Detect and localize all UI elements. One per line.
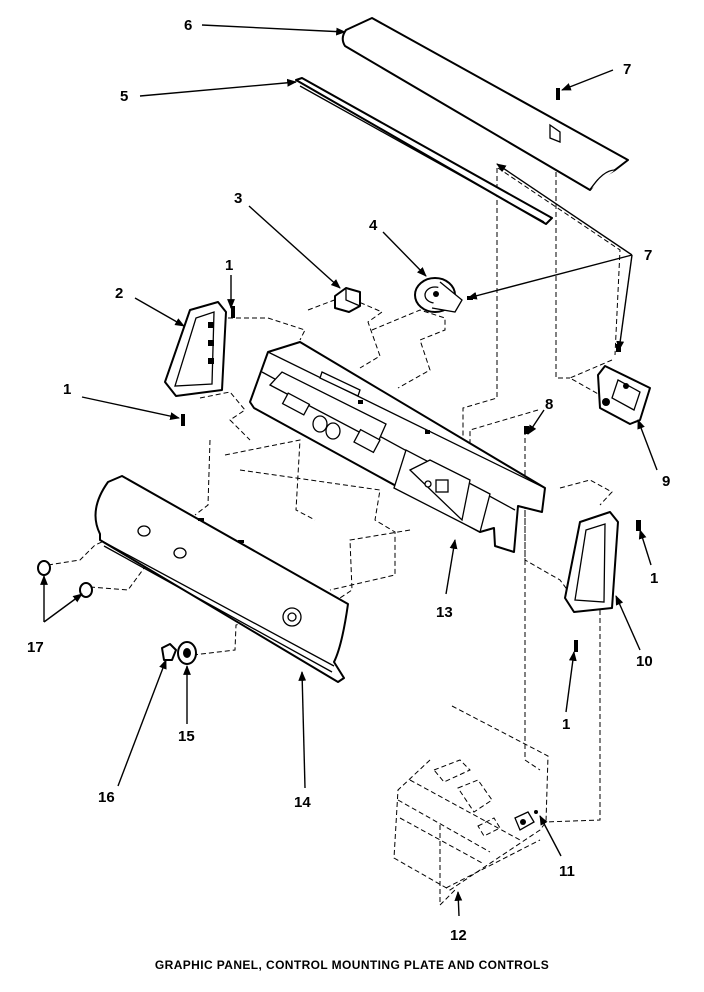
part-12-base-console <box>393 705 549 891</box>
part-4-rotary-control <box>414 277 463 313</box>
part-6-top-cover <box>341 17 629 191</box>
part-1-screws <box>181 306 641 652</box>
part-13-control-mounting-plate <box>249 341 546 553</box>
callout-6: 6 <box>184 17 192 34</box>
callout-1-right: 1 <box>650 570 658 587</box>
part-10-right-end-cap <box>564 511 619 613</box>
part-3-switch <box>334 287 361 313</box>
part-17-push-buttons <box>37 560 93 598</box>
callout-11: 11 <box>559 863 575 880</box>
callout-16: 16 <box>98 789 115 806</box>
callout-12: 12 <box>450 927 467 944</box>
callout-3: 3 <box>234 190 242 207</box>
part-11-bracket <box>514 810 538 831</box>
callout-17: 17 <box>27 639 44 656</box>
callout-14: 14 <box>294 794 311 811</box>
callout-1-bottom: 1 <box>562 716 570 733</box>
callout-2: 2 <box>115 285 123 302</box>
part-15-control-knob <box>177 641 197 665</box>
callout-13: 13 <box>436 604 453 621</box>
callout-1-left: 1 <box>63 381 71 398</box>
callout-7-right: 7 <box>644 247 652 264</box>
diagram-caption: GRAPHIC PANEL, CONTROL MOUNTING PLATE AN… <box>154 958 550 972</box>
callout-4: 4 <box>369 217 378 234</box>
callout-numbers: 6 5 7 7 3 4 2 1 1 8 9 13 1 10 17 1 15 16… <box>27 17 670 944</box>
callout-15: 15 <box>178 728 195 745</box>
part-5-trim-strip <box>295 77 553 225</box>
leader-lines <box>40 24 658 917</box>
callout-9: 9 <box>662 473 670 490</box>
callout-5: 5 <box>120 88 128 105</box>
part-2-left-end-cap <box>164 301 227 397</box>
part-14-graphic-panel <box>94 475 349 683</box>
callout-10: 10 <box>636 653 653 670</box>
part-8-screw <box>524 426 529 434</box>
callout-8: 8 <box>545 396 553 413</box>
callout-1-upper-left: 1 <box>225 257 233 274</box>
part-16-knob-insert <box>161 643 177 661</box>
callout-7-top: 7 <box>623 61 631 78</box>
part-9-timer-control <box>597 365 651 425</box>
